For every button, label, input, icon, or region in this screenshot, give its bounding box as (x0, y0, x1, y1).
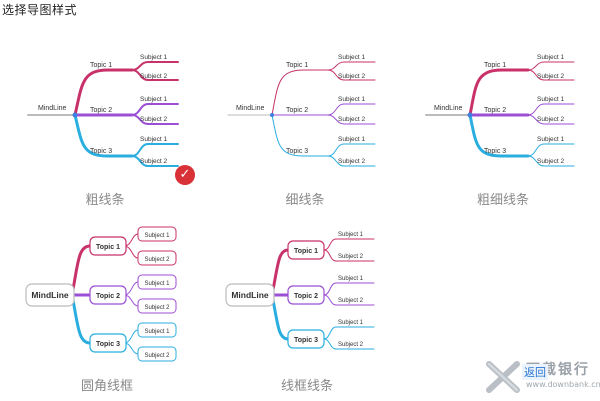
topic-node: Topic 1 (484, 62, 506, 69)
topic-node: Topic 2 (286, 107, 308, 114)
root-node: MindLine (434, 105, 463, 112)
style-option-thick-lines[interactable]: MindLine Topic 1 Topic 2 Topic 3 Subject… (20, 44, 195, 209)
subject-node: Subject 1 (144, 281, 170, 287)
subject-node: Subject 1 (144, 233, 170, 239)
topic-node: Topic 3 (294, 337, 318, 344)
subject-node: Subject 1 (537, 54, 564, 61)
subject-node: Subject 1 (338, 96, 365, 103)
subject-node: Subject 2 (140, 158, 167, 165)
subject-node: Subject 2 (537, 73, 564, 80)
subject-node: Subject 1 (140, 96, 167, 103)
topic-node: Topic 1 (294, 248, 318, 255)
subject-node: Subject 2 (537, 116, 564, 123)
topic-node: Topic 3 (286, 148, 308, 155)
root-node: MindLine (236, 105, 265, 112)
root-node: MindLine (31, 290, 69, 300)
subject-node: Subject 1 (338, 136, 365, 143)
check-circle-icon: ✓ (175, 165, 195, 185)
subject-node: Subject 2 (338, 298, 364, 304)
topic-node: Topic 3 (90, 148, 112, 155)
option-label: 圆角线框 (80, 379, 133, 394)
subject-node: Subject 2 (338, 254, 364, 260)
option-label: 细线条 (285, 193, 325, 208)
subject-node: Subject 2 (144, 257, 170, 263)
rounded-boxes-preview: MindLine Topic 1 Topic 2 Topic 3 Subject… (25, 226, 177, 362)
page-title: 选择导图样式 (2, 3, 78, 17)
option-label: 粗线条 (85, 193, 125, 208)
subject-node: Subject 2 (338, 116, 365, 123)
subject-node: Subject 2 (144, 353, 170, 359)
topic-node: Topic 1 (90, 62, 112, 69)
style-option-box-lines[interactable]: MindLine Topic 1 Topic 2 Topic 3 Subject… (222, 224, 392, 396)
topic-node: Topic 2 (484, 107, 506, 114)
option-label: 线框线条 (280, 379, 333, 394)
downbank-logo-icon (486, 361, 520, 393)
topic-node: Topic 3 (484, 148, 506, 155)
subject-node: Subject 1 (140, 54, 167, 61)
subject-node: Subject 1 (338, 276, 364, 282)
option-label: 粗细线条 (476, 193, 529, 208)
thick-thin-lines-preview: MindLine Topic 1 Topic 2 Topic 3 Subject… (425, 54, 575, 167)
subject-node: Subject 1 (338, 232, 364, 238)
root-node: MindLine (38, 105, 67, 112)
subject-node: Subject 1 (338, 320, 364, 326)
subject-node: Subject 2 (338, 73, 365, 80)
thin-lines-preview: MindLine Topic 1 Topic 2 Topic 3 Subject… (227, 54, 376, 167)
topic-node: Topic 2 (294, 293, 318, 300)
subject-node: Subject 2 (140, 73, 167, 80)
topic-node: Topic 1 (96, 244, 120, 251)
subject-node: Subject 1 (140, 136, 167, 143)
subject-node: Subject 2 (338, 158, 365, 165)
subject-node: Subject 2 (338, 342, 364, 348)
topic-node: Topic 2 (96, 293, 120, 300)
subject-node: Subject 1 (537, 96, 564, 103)
style-option-thin-lines[interactable]: MindLine Topic 1 Topic 2 Topic 3 Subject… (220, 44, 390, 209)
root-node: MindLine (231, 290, 269, 300)
topic-node: Topic 3 (96, 341, 120, 348)
style-option-rounded-boxes[interactable]: MindLine Topic 1 Topic 2 Topic 3 Subject… (22, 224, 192, 396)
subject-node: Subject 2 (537, 158, 564, 165)
subject-node: Subject 1 (144, 329, 170, 335)
subject-node: Subject 1 (537, 136, 564, 143)
subject-node: Subject 1 (338, 54, 365, 61)
back-link[interactable]: 返回 (522, 364, 548, 380)
style-option-thick-thin-lines[interactable]: MindLine Topic 1 Topic 2 Topic 3 Subject… (418, 44, 588, 209)
watermark-url: www.downbank.cn (526, 380, 600, 389)
subject-node: Subject 2 (144, 305, 170, 311)
thick-lines-preview: MindLine Topic 1 Topic 2 Topic 3 Subject… (27, 54, 179, 167)
subject-node: Subject 2 (140, 116, 167, 123)
watermark: 下载银行 返回 www.downbank.cn (482, 359, 600, 397)
topic-node: Topic 1 (286, 62, 308, 69)
topic-node: Topic 2 (90, 107, 112, 114)
box-lines-preview: MindLine Topic 1 Topic 2 Topic 3 Subject… (225, 232, 375, 350)
